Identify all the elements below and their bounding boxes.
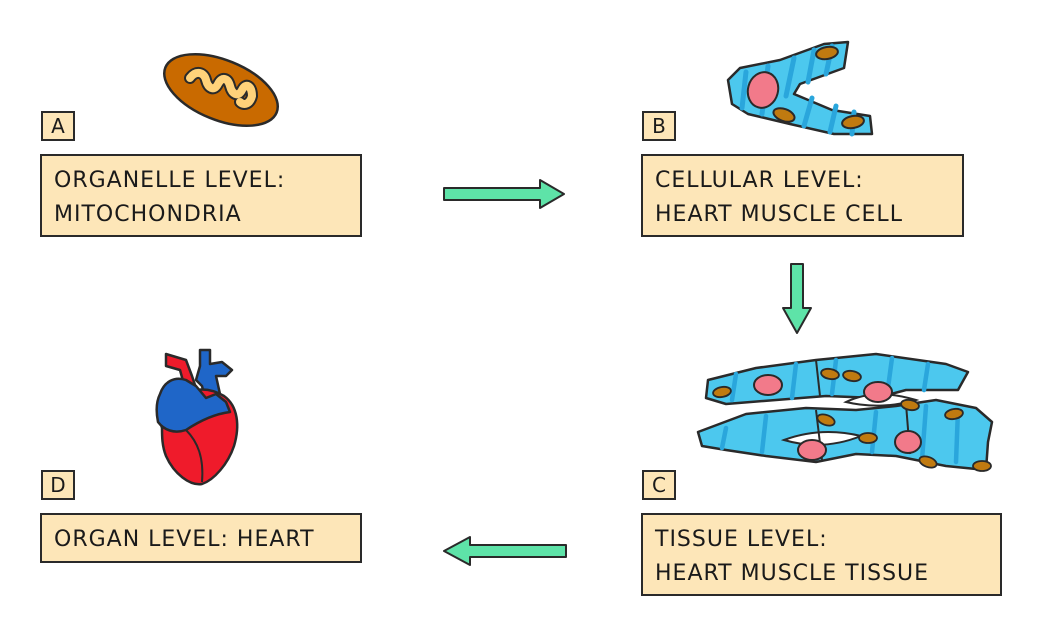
step-c-line2: HEART MUSCLE TISSUE	[655, 561, 930, 586]
heart-icon	[155, 348, 239, 486]
step-b-label: CELLULAR LEVEL: HEART MUSCLE CELL	[641, 154, 964, 237]
heart-muscle-tissue-icon	[696, 352, 994, 472]
step-a-letter: A	[41, 111, 75, 141]
step-a-line1: ORGANELLE LEVEL:	[54, 168, 286, 193]
mitochondria-icon	[162, 52, 280, 128]
step-a-label: ORGANELLE LEVEL: MITOCHONDRIA	[40, 154, 362, 237]
step-c-label: TISSUE LEVEL: HEART MUSCLE TISSUE	[641, 513, 1002, 596]
arrow-right	[443, 179, 565, 209]
step-c-letter: C	[642, 470, 676, 500]
step-b-letter: B	[642, 111, 676, 141]
arrow-left	[443, 536, 567, 566]
step-a-line2: MITOCHONDRIA	[54, 202, 242, 227]
step-d-label: ORGAN LEVEL: HEART	[40, 513, 362, 563]
step-b-line2: HEART MUSCLE CELL	[655, 202, 903, 227]
step-d-line1: ORGAN LEVEL: HEART	[54, 527, 315, 552]
step-b-line1: CELLULAR LEVEL:	[655, 168, 864, 193]
step-d-letter: D	[41, 470, 75, 500]
step-c-line1: TISSUE LEVEL:	[655, 527, 828, 552]
heart-muscle-cell-icon	[726, 40, 874, 137]
arrow-down	[782, 263, 812, 334]
